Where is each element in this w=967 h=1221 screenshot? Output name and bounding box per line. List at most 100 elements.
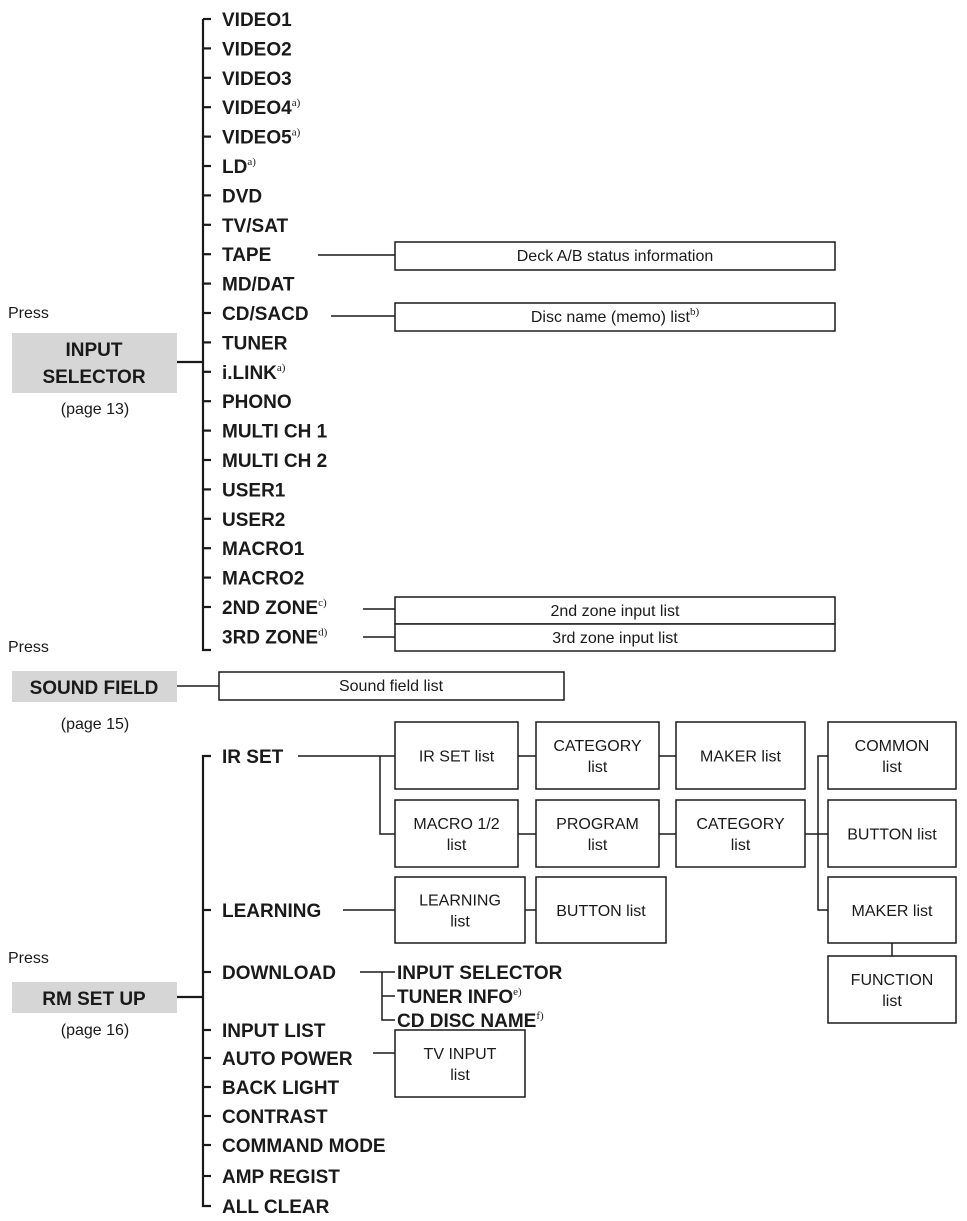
menu-item-auto-power: AUTO POWER — [222, 1049, 353, 1070]
menu-item-label: VIDEO2 — [222, 39, 292, 60]
sound-field-box-text: Sound field list — [339, 678, 444, 695]
menu-item-label: MULTI CH 2 — [222, 451, 327, 472]
tv-input-list-text: list — [450, 1067, 470, 1084]
menu-item-label: LD — [222, 157, 247, 178]
deck-status-box — [394, 241, 836, 271]
footnote-marker: a) — [247, 156, 256, 168]
category-2-text: list — [731, 837, 751, 854]
disc-name-box — [394, 302, 836, 332]
page-reference: (page 13) — [61, 401, 130, 418]
menu-item-label: PHONO — [222, 392, 292, 413]
menu-item-learning: LEARNING — [222, 901, 321, 922]
category-2-text: CATEGORY — [696, 816, 785, 833]
menu-item-tv-sat: TV/SAT — [222, 216, 289, 237]
press-label: Press — [8, 639, 49, 656]
button-list-box-2 — [535, 876, 667, 944]
function-list-text: list — [882, 993, 902, 1010]
menu-item-label: USER1 — [222, 480, 286, 501]
program-list-text: list — [588, 837, 608, 854]
menu-item-label: DVD — [222, 186, 262, 207]
category-list-box-2 — [675, 799, 806, 868]
menu-item-video2: VIDEO2 — [222, 39, 292, 60]
disc-name-label: Disc name (memo) list — [531, 309, 691, 326]
menu-item-label: VIDEO4 — [222, 98, 292, 119]
menu-item-label: MACRO1 — [222, 539, 305, 560]
menu-item-label: INPUT SELECTOR — [397, 963, 563, 984]
menu-item-video3: VIDEO3 — [222, 69, 292, 90]
menu-item-cd-disc-name: CD DISC NAMEf) — [397, 1010, 544, 1032]
menu-item-3rd-zone: 3RD ZONEd) — [222, 626, 328, 648]
tv-input-list-box — [394, 1029, 526, 1098]
common-list-box — [827, 721, 957, 790]
footnote-marker: a) — [292, 127, 301, 139]
input-items: VIDEO1VIDEO2VIDEO3VIDEO4a)VIDEO5a)LDa)DV… — [203, 10, 328, 648]
menu-item-macro1: MACRO1 — [222, 539, 305, 560]
rm-set-up-section: Press RM SET UP (page 16) IR SETLEARNING… — [8, 721, 957, 1218]
deck-status-text: Deck A/B status information — [517, 248, 714, 265]
category-1-text: list — [588, 759, 608, 776]
menu-item-dvd: DVD — [222, 186, 262, 207]
menu-item-macro2: MACRO2 — [222, 569, 304, 590]
page-reference: (page 15) — [61, 716, 130, 733]
learning-list-text: LEARNING — [419, 893, 501, 910]
maker-1-text: MAKER list — [700, 749, 781, 766]
menu-item-back-light: BACK LIGHT — [222, 1078, 340, 1099]
function-list-text: FUNCTION — [851, 972, 934, 989]
macro-list-box — [394, 799, 519, 868]
input-selector-key-line2: SELECTOR — [42, 367, 145, 388]
menu-item-multi-ch-1: MULTI CH 1 — [222, 422, 328, 443]
macro-list-text: list — [447, 837, 467, 854]
maker-list-box-2 — [827, 876, 957, 944]
footnote-marker: e) — [513, 986, 522, 998]
menu-item-label: MD/DAT — [222, 275, 295, 296]
zone3-box — [394, 623, 836, 652]
ir-set-list-box — [394, 721, 519, 790]
menu-item-input-selector: INPUT SELECTOR — [397, 963, 563, 984]
rm-items: IR SET LEARNING DOWNLOAD INPUT LIST AUTO POW… — [203, 747, 563, 1218]
menu-item-label: VIDEO1 — [222, 10, 292, 31]
menu-item-video4: VIDEO4a) — [222, 97, 301, 119]
function-list-box — [827, 955, 957, 1024]
press-label: Press — [8, 305, 49, 322]
rm-set-up-key-label: RM SET UP — [42, 989, 146, 1010]
input-selector-section: Press INPUT SELECTOR (page 13) VIDEO1VID… — [8, 10, 836, 652]
menu-item-ld: LDa) — [222, 156, 256, 178]
menu-item-contrast: CONTRAST — [222, 1107, 328, 1128]
footnote-marker: c) — [318, 597, 327, 609]
menu-item-tuner: TUNER — [222, 333, 288, 354]
menu-item-label: TAPE — [222, 245, 271, 266]
menu-item-label: CD DISC NAME — [397, 1011, 536, 1032]
menu-item-input-list: INPUT LIST — [222, 1021, 326, 1042]
rm-set-up-key — [12, 982, 177, 1013]
menu-item-download: DOWNLOAD — [222, 963, 336, 984]
input-selector-key-line1: INPUT — [66, 340, 123, 361]
press-label: Press — [8, 950, 49, 967]
menu-item-cd-sacd: CD/SACD — [222, 304, 309, 325]
menu-item-md-dat: MD/DAT — [222, 275, 295, 296]
menu-item-user2: USER2 — [222, 510, 285, 531]
menu-item-2nd-zone: 2ND ZONEc) — [222, 597, 327, 619]
disc-name-note: b) — [690, 306, 700, 318]
sound-field-section: Press SOUND FIELD (page 15) Sound field … — [8, 639, 565, 733]
maker-2-text: MAKER list — [852, 903, 933, 920]
footnote-marker: d) — [318, 626, 328, 638]
menu-item-label: VIDEO5 — [222, 128, 292, 149]
menu-item-label: i.LINK — [222, 363, 277, 384]
menu-item-label: CD/SACD — [222, 304, 309, 325]
menu-item-label: 2ND ZONE — [222, 598, 318, 619]
menu-item-label: 3RD ZONE — [222, 627, 318, 648]
menu-item-video1: VIDEO1 — [222, 10, 292, 31]
menu-item-all-clear: ALL CLEAR — [222, 1197, 330, 1218]
menu-item-video5: VIDEO5a) — [222, 127, 301, 149]
menu-item-amp-regist: AMP REGIST — [222, 1167, 340, 1188]
footnote-marker: a) — [277, 362, 286, 374]
menu-item-multi-ch-2: MULTI CH 2 — [222, 451, 327, 472]
menu-item-tape: TAPE — [222, 245, 271, 266]
menu-item-label: MULTI CH 1 — [222, 422, 328, 443]
ir-set-list-text: IR SET list — [419, 749, 495, 766]
menu-item-ir-set: IR SET — [222, 747, 284, 768]
common-list-text: list — [882, 759, 902, 776]
sound-field-key-label: SOUND FIELD — [30, 678, 159, 699]
